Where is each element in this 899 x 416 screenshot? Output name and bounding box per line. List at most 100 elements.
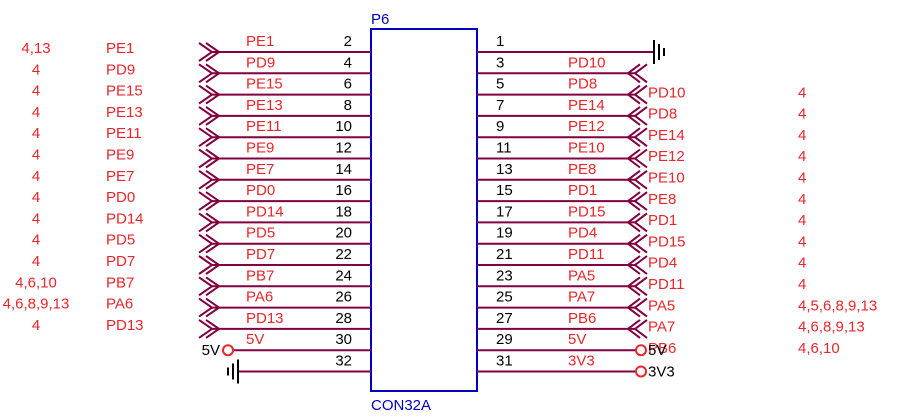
offpage-connector-icon [626, 191, 648, 211]
power-port-icon [635, 365, 647, 378]
sheet-ref-PD9: 4 [32, 61, 40, 78]
net-label-PE11: PE11 [246, 118, 282, 135]
net-label-PA6: PA6 [246, 289, 273, 306]
net-label-PE1: PE1 [246, 33, 274, 50]
offpage-connector-icon [626, 84, 648, 105]
sheet-ref-PB6: 4,6,10 [798, 340, 840, 357]
pin-number-18: 18 [335, 203, 352, 220]
net-label-PA5: PA5 [568, 267, 595, 284]
sheet-ref-PD13: 4 [32, 317, 40, 334]
sheet-ref-PE8: 4 [798, 191, 806, 208]
pin-number-11: 11 [496, 140, 512, 157]
port-label-PB6: PB6 [648, 340, 676, 357]
port-label-PE1: PE1 [106, 40, 134, 57]
sheet-ref-PE13: 4 [32, 104, 40, 121]
port-label-PE12: PE12 [648, 148, 685, 165]
net-label-PE14: PE14 [568, 97, 605, 114]
sheet-ref-PE9: 4 [32, 147, 40, 164]
sheet-ref-PE7: 4 [32, 168, 40, 185]
port-label-PD10: PD10 [648, 84, 686, 101]
pin-number-19: 19 [496, 225, 513, 242]
offpage-connector-icon [626, 319, 648, 339]
sheet-ref-PA5: 4,5,6,8,9,13 [798, 297, 877, 314]
pin-number-23: 23 [496, 267, 513, 284]
net-label-PD11: PD11 [568, 246, 604, 263]
net-label-PD9: PD9 [246, 54, 275, 71]
net-label-PE8: PE8 [568, 161, 596, 178]
sheet-ref-PE15: 4 [32, 83, 40, 100]
port-label-PD11: PD11 [648, 276, 684, 293]
offpage-connector-icon [198, 255, 221, 275]
net-label-PD4: PD4 [568, 225, 597, 242]
sheet-ref-PA6: 4,6,8,9,13 [3, 296, 70, 313]
offpage-connector-icon [198, 127, 221, 148]
net-label-PE15: PE15 [246, 76, 283, 93]
offpage-connector-icon [198, 148, 221, 169]
pin-number-15: 15 [496, 182, 513, 199]
offpage-connector-icon [198, 84, 221, 105]
port-label-PB7: PB7 [106, 274, 134, 291]
pin-number-1: 1 [496, 33, 504, 50]
port-label-PD7: PD7 [106, 253, 135, 270]
power-port-icon [222, 344, 234, 357]
port-label-PE10: PE10 [648, 170, 685, 187]
net-label-PD8: PD8 [568, 76, 597, 93]
pin-number-17: 17 [496, 203, 513, 220]
net-label-PE9: PE9 [246, 140, 274, 157]
pin-number-7: 7 [496, 97, 504, 114]
port-label-PD13: PD13 [106, 317, 144, 334]
offpage-connector-icon [626, 63, 648, 84]
connector-body [370, 28, 478, 392]
port-label-PE11: PE11 [106, 125, 142, 142]
sheet-ref-PD11: 4 [798, 276, 806, 293]
offpage-connector-icon [198, 212, 221, 233]
port-label-PE9: PE9 [106, 147, 134, 164]
port-label-PE14: PE14 [648, 127, 685, 144]
port-label-PD15: PD15 [648, 233, 686, 250]
net-label-PD0: PD0 [246, 182, 275, 199]
port-label-PD8: PD8 [648, 106, 677, 123]
pin-number-8: 8 [344, 97, 352, 114]
sheet-ref-PB7: 4,6,10 [15, 274, 57, 291]
sheet-ref-PD14: 4 [32, 210, 40, 227]
pin-number-28: 28 [335, 310, 352, 327]
offpage-connector-icon [626, 212, 648, 233]
pin-number-6: 6 [344, 76, 352, 93]
port-label-PD1: PD1 [648, 212, 677, 229]
sheet-ref-PE1: 4,13 [21, 40, 50, 57]
offpage-connector-icon [198, 319, 221, 339]
power-port-icon [635, 344, 647, 357]
sheet-ref-PE14: 4 [798, 127, 806, 144]
net-label-PD15: PD15 [568, 203, 606, 220]
port-label-PD4: PD4 [648, 255, 677, 272]
offpage-connector-icon [198, 297, 221, 318]
pin-number-5: 5 [496, 76, 504, 93]
net-label-PB6: PB6 [568, 310, 596, 327]
offpage-connector-icon [198, 63, 221, 84]
sheet-ref-PD15: 4 [798, 233, 806, 250]
pin-number-24: 24 [335, 267, 352, 284]
offpage-connector-icon [626, 233, 648, 254]
net-label-PA7: PA7 [568, 289, 595, 306]
net-label-5V: 5V [246, 331, 264, 348]
pin-number-3: 3 [496, 54, 504, 71]
net-label-PD14: PD14 [246, 203, 284, 220]
offpage-connector-icon [198, 169, 221, 190]
power-label-3V3: 3V3 [648, 364, 675, 381]
port-label-PE15: PE15 [106, 83, 143, 100]
offpage-connector-icon [198, 276, 221, 297]
pin-number-25: 25 [496, 289, 513, 306]
offpage-connector-icon [626, 276, 648, 297]
offpage-connector-icon [626, 255, 648, 275]
net-label-PD10: PD10 [568, 54, 606, 71]
port-label-PD14: PD14 [106, 210, 144, 227]
sheet-ref-PE12: 4 [798, 148, 806, 165]
net-label-PE13: PE13 [246, 97, 283, 114]
sheet-ref-PE11: 4 [32, 125, 40, 142]
offpage-connector-icon [626, 297, 648, 318]
pin-number-30: 30 [335, 331, 352, 348]
pin-number-20: 20 [335, 225, 352, 242]
pin-number-14: 14 [335, 161, 352, 178]
net-label-PE7: PE7 [246, 161, 274, 178]
pin-number-32: 32 [335, 353, 352, 370]
